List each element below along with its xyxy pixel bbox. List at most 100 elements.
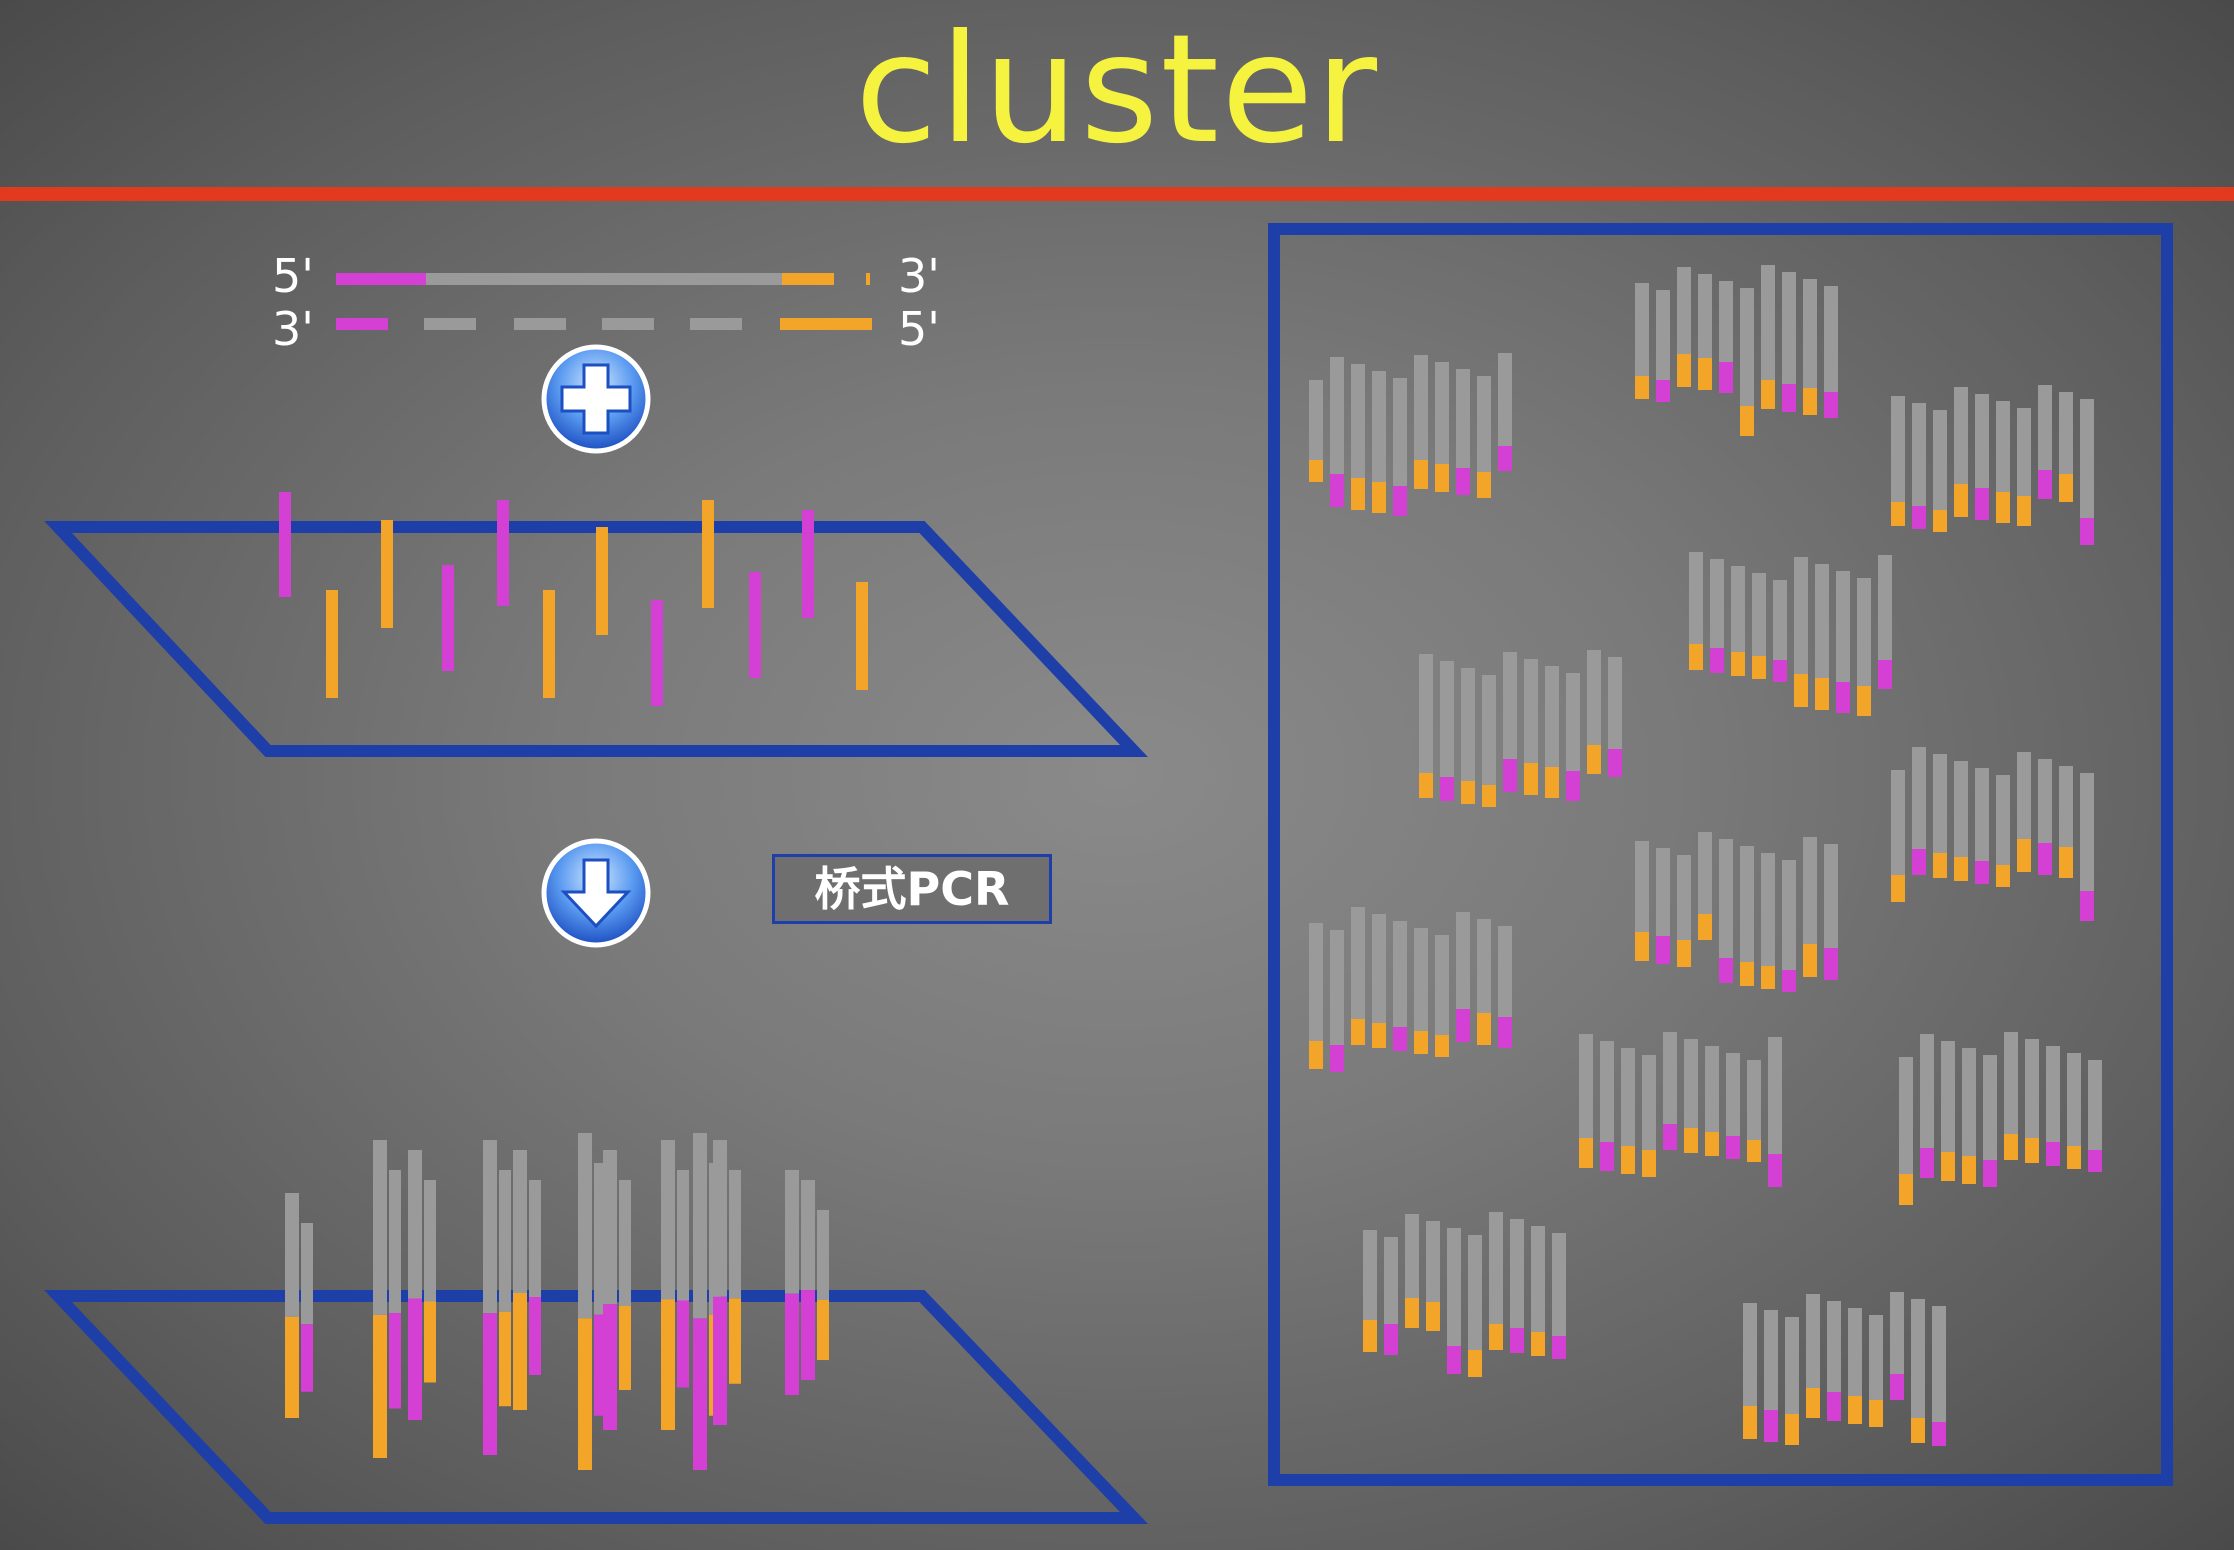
cluster-strand-orange <box>1698 914 1712 940</box>
cluster-strand-orange <box>1996 865 2010 887</box>
cluster-strand-orange <box>2067 1146 2081 1169</box>
cluster-strand-magenta <box>1393 1027 1407 1051</box>
bridge-strand-end <box>677 1300 689 1388</box>
bridge-strand-end <box>499 1311 511 1407</box>
primer-orange <box>702 500 714 608</box>
cluster-strand-orange <box>1621 1146 1635 1174</box>
cluster-strand-gray <box>1803 837 1817 944</box>
cluster-strand-orange <box>1891 875 1905 902</box>
primer-magenta <box>802 510 814 618</box>
cluster-strand-orange <box>1363 1320 1377 1352</box>
cluster-strand-gray <box>1726 1053 1740 1136</box>
bridge-strand-end <box>603 1304 617 1430</box>
bridge-strand-gray <box>499 1170 511 1312</box>
cluster-strand-orange <box>1419 773 1433 798</box>
cluster-strand-gray <box>1510 1219 1524 1328</box>
cluster-strand-orange <box>1747 1140 1761 1162</box>
cluster-strand-magenta <box>1726 1136 1740 1159</box>
cluster-strand-gray <box>1954 761 1968 857</box>
cluster-strand-magenta <box>1710 648 1724 673</box>
cluster-strand-gray <box>1552 1233 1566 1336</box>
cluster-strand-magenta <box>1393 486 1407 516</box>
cluster-strand-gray <box>1827 1301 1841 1392</box>
cluster-strand-magenta <box>1656 936 1670 964</box>
cluster-strand-magenta <box>1932 1422 1946 1446</box>
cluster-strand-orange <box>1642 1150 1656 1177</box>
cluster-strand-gray <box>1372 914 1386 1023</box>
bridge-strand-end <box>661 1299 675 1430</box>
cluster-strand-orange <box>1435 464 1449 492</box>
cluster-strand-magenta <box>1456 468 1470 495</box>
cluster-strand-orange <box>1351 478 1365 510</box>
cluster-strand-gray <box>1482 675 1496 785</box>
cluster-strand-magenta <box>1782 970 1796 992</box>
bridge-strand-gray <box>483 1140 497 1314</box>
primer-magenta <box>279 492 291 597</box>
cluster-strand-gray <box>1719 839 1733 958</box>
strand-bottom-magenta <box>336 318 388 330</box>
cluster-strand-gray <box>1954 387 1968 484</box>
cluster-strand-gray <box>1761 265 1775 380</box>
primer-orange <box>543 590 555 698</box>
primer-magenta <box>749 572 761 678</box>
bridge-strand-end <box>713 1296 727 1425</box>
cluster-strand-gray <box>1663 1032 1677 1124</box>
cluster-strand-orange <box>1435 1035 1449 1057</box>
cluster-strand-magenta <box>2088 1150 2102 1172</box>
cluster-strand-magenta <box>1719 958 1733 983</box>
cluster-strand-gray <box>1806 1294 1820 1388</box>
cluster-strand-magenta <box>1975 861 1989 884</box>
cluster-strand-gray <box>1912 747 1926 849</box>
cluster-strand-gray <box>2080 399 2094 518</box>
arrow-down-circle-icon <box>541 838 651 948</box>
cluster-strand-gray <box>1435 362 1449 464</box>
page-title: cluster <box>854 3 1380 177</box>
cluster-strand-magenta <box>1330 1045 1344 1072</box>
cluster-strand-gray <box>1794 557 1808 674</box>
cluster-strand-gray <box>2088 1060 2102 1150</box>
cluster-strand-gray <box>1983 1055 1997 1160</box>
cluster-strand-orange <box>1635 932 1649 961</box>
cluster-strand-orange <box>1309 460 1323 482</box>
cluster-strand-gray <box>1545 666 1559 767</box>
cluster-strand-gray <box>1384 1237 1398 1324</box>
cluster-strand-magenta <box>1719 362 1733 393</box>
cluster-strand-orange <box>1477 472 1491 498</box>
cluster-strand-gray <box>2017 752 2031 839</box>
cluster-strand-orange <box>1740 962 1754 986</box>
cluster-strand-orange <box>1803 388 1817 415</box>
bridge-strand-gray <box>677 1170 689 1301</box>
cluster-strand-gray <box>1782 860 1796 970</box>
cluster-strand-orange <box>1426 1302 1440 1331</box>
cluster-strand-magenta <box>1975 488 1989 520</box>
primer-orange <box>856 582 868 690</box>
bridge-strand-gray <box>729 1170 741 1299</box>
bridge-strand-gray <box>801 1180 815 1290</box>
cluster-strand-orange <box>1911 1418 1925 1443</box>
cluster-strand-orange <box>1405 1298 1419 1328</box>
bridge-strand-end <box>801 1290 815 1380</box>
bridge-strand-end <box>693 1318 707 1470</box>
strand-bottom-dash-2 <box>514 318 566 330</box>
bridge-strand-end <box>729 1298 741 1384</box>
cluster-strand-magenta <box>1608 749 1622 777</box>
cluster-strand-gray <box>1857 578 1871 686</box>
cluster-strand-magenta <box>1983 1160 1997 1187</box>
plus-circle-icon <box>541 344 651 454</box>
cluster-strand-magenta <box>1824 392 1838 418</box>
cluster-strand-orange <box>1785 1414 1799 1445</box>
cluster-strand-orange <box>1761 380 1775 409</box>
cluster-strand-magenta <box>1764 1410 1778 1442</box>
bridge-strand-end <box>483 1313 497 1455</box>
cluster-strand-magenta <box>1773 660 1787 682</box>
cluster-strand-gray <box>1996 775 2010 865</box>
bridge-strand-end <box>578 1318 592 1470</box>
cluster-strand-magenta <box>1503 759 1517 792</box>
cluster-strand-gray <box>1941 1041 1955 1152</box>
cluster-strand-orange <box>1635 376 1649 399</box>
cluster-strand-orange <box>1869 1400 1883 1427</box>
cluster-strand-gray <box>2004 1032 2018 1134</box>
cluster-strand-gray <box>1524 659 1538 763</box>
cluster-strand-orange <box>1933 853 1947 878</box>
primer-orange <box>326 590 338 698</box>
